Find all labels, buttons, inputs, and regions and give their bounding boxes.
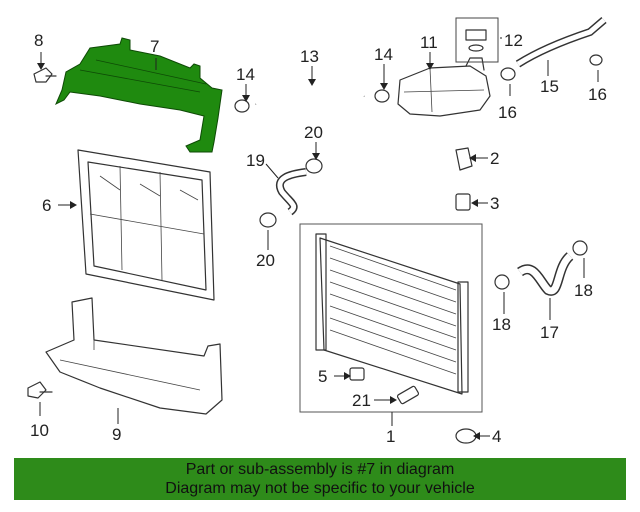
callout-19: 19 [246,151,265,170]
part-16-clamp-left [500,67,516,81]
part-21-sensor [396,385,420,405]
callout-10: 10 [30,421,49,440]
callout-13: 13 [300,47,319,66]
part-8-clip [33,67,57,83]
part-12-cap [455,17,499,63]
banner-line-2: Diagram may not be specific to your vehi… [165,480,475,497]
callout-20-bottom: 20 [256,251,275,270]
callout-18-left: 18 [492,315,511,334]
callout-18-right: 18 [574,281,593,300]
callout-16-left: 16 [498,103,517,122]
part-5-drain [349,367,365,381]
callouts: 8 7 6 9 10 14 13 14 11 12 15 16 16 20 19… [30,31,607,446]
part-10-clip [27,381,53,399]
callout-1: 1 [386,427,395,446]
part-17-hose [517,252,574,296]
callout-14-left: 14 [236,65,255,84]
callout-16-right: 16 [588,85,607,104]
callout-12: 12 [504,31,523,50]
callout-7: 7 [150,37,159,56]
callout-11: 11 [420,33,438,52]
info-banner: Part or sub-assembly is #7 in diagram Di… [14,458,626,500]
callout-6: 6 [42,196,51,215]
callout-21: 21 [352,391,371,410]
part-18-clamp-right [572,240,588,256]
callout-5: 5 [318,367,327,386]
callout-4: 4 [492,427,501,446]
part-14-clamp-right [374,89,390,103]
part-3-insulator [455,193,471,211]
callout-17: 17 [540,323,559,342]
callout-2: 2 [490,149,499,168]
part-19-hose [276,168,307,216]
callout-15: 15 [540,77,559,96]
part-16-clamp-right [589,54,603,66]
part-20-clamp-bottom [259,212,277,228]
part-14-clamp-left [234,99,250,113]
part-15-hose [515,16,607,68]
leader-lines [37,37,599,440]
part-13-hose [254,81,366,106]
part-18-clamp-left [494,274,510,290]
callout-14-right: 14 [374,45,393,64]
callout-9: 9 [112,425,121,444]
part-2-bracket [455,147,473,171]
part-7-highlighted[interactable] [55,37,223,153]
callout-3: 3 [490,194,499,213]
part-6-frame [77,149,215,301]
part-11-reservoir [397,57,491,117]
part-20-clamp-top [305,158,323,174]
callout-20-top: 20 [304,123,323,142]
part-9-deflector [45,297,223,415]
callout-8: 8 [34,31,43,50]
part-1-radiator [299,223,483,413]
banner-line-1: Part or sub-assembly is #7 in diagram [185,461,455,478]
